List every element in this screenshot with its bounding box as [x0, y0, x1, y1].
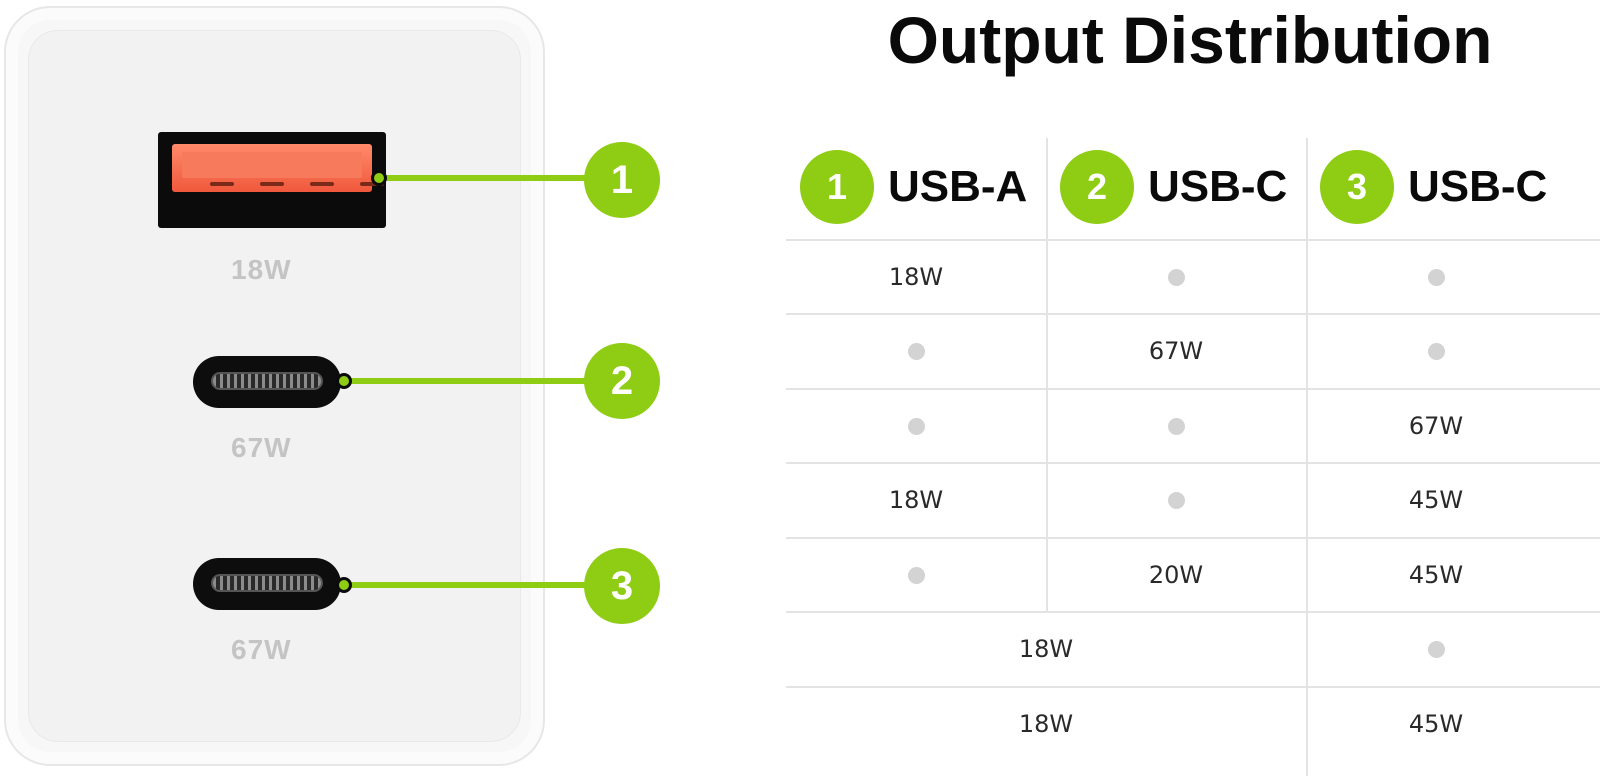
grid-hline-5 — [786, 611, 1600, 613]
table-cell — [786, 538, 1046, 612]
page-title: Output Distribution — [887, 3, 1493, 77]
leader-line-2 — [344, 378, 600, 384]
header-badge-1: 1 — [800, 150, 874, 224]
usb-a-port — [158, 132, 386, 228]
dot-icon — [907, 342, 925, 360]
grid-hline-0 — [786, 239, 1600, 241]
table-cell: 18W — [888, 263, 944, 291]
table-cell — [786, 389, 1046, 463]
header-label-1: USB-A — [888, 162, 1028, 211]
grid-hline-4 — [786, 537, 1600, 539]
usb-c-port-3-tongue — [211, 574, 323, 592]
grid-hline-6 — [786, 686, 1600, 688]
grid-hline-1 — [786, 313, 1600, 315]
table-cell: 45W — [1408, 486, 1464, 514]
table-header-usb-c-3: 3 USB-C — [1320, 150, 1547, 224]
table-cell: 67W — [1408, 412, 1464, 440]
usb-c-port-2 — [193, 356, 341, 408]
table-cell — [1306, 240, 1566, 314]
usb-c-port-3 — [193, 558, 341, 610]
table-cell — [1046, 240, 1306, 314]
grid-hline-3 — [786, 462, 1600, 464]
dot-icon — [1427, 268, 1445, 286]
grid-hline-2 — [786, 388, 1600, 390]
usb-a-pins — [210, 182, 384, 186]
dot-icon — [907, 417, 925, 435]
table-cell: 20W — [1148, 561, 1204, 589]
grid-vline-2 — [1306, 138, 1308, 776]
dot-icon — [1427, 640, 1445, 658]
port-badge-2: 2 — [584, 343, 660, 419]
header-badge-2: 2 — [1060, 150, 1134, 224]
table-cell-merged: 18W — [1018, 635, 1074, 663]
leader-dot-1 — [371, 170, 387, 186]
table-cell — [1046, 463, 1306, 537]
table-header-usb-c-2: 2 USB-C — [1060, 150, 1287, 224]
table-cell — [786, 314, 1046, 388]
table-cell: 45W — [1408, 710, 1464, 738]
dot-icon — [1427, 342, 1445, 360]
leader-line-3 — [344, 582, 600, 588]
port-3-wattage-label: 67W — [231, 634, 292, 665]
table-cell: 45W — [1408, 561, 1464, 589]
dot-icon — [907, 566, 925, 584]
leader-line-1 — [380, 175, 600, 181]
leader-dot-2 — [336, 373, 352, 389]
dot-icon — [1167, 268, 1185, 286]
header-badge-3: 3 — [1320, 150, 1394, 224]
table-cell — [1306, 612, 1566, 686]
usb-a-port-tongue — [172, 144, 372, 192]
port-2-wattage-label: 67W — [231, 432, 292, 463]
leader-dot-3 — [336, 577, 352, 593]
table-cell: 18W — [888, 486, 944, 514]
header-label-2: USB-C — [1148, 162, 1288, 211]
dot-icon — [1167, 417, 1185, 435]
table-cell-merged: 18W — [1018, 710, 1074, 738]
grid-vline-1 — [1046, 138, 1048, 612]
port-1-wattage-label: 18W — [231, 254, 292, 285]
header-label-3: USB-C — [1408, 162, 1548, 211]
usb-c-port-2-tongue — [211, 372, 323, 390]
table-cell — [1306, 314, 1566, 388]
port-badge-3: 3 — [584, 548, 660, 624]
table-header-usb-a: 1 USB-A — [800, 150, 1027, 224]
dot-icon — [1167, 491, 1185, 509]
port-badge-1: 1 — [584, 142, 660, 218]
table-cell — [1046, 389, 1306, 463]
table-cell: 67W — [1148, 337, 1204, 365]
